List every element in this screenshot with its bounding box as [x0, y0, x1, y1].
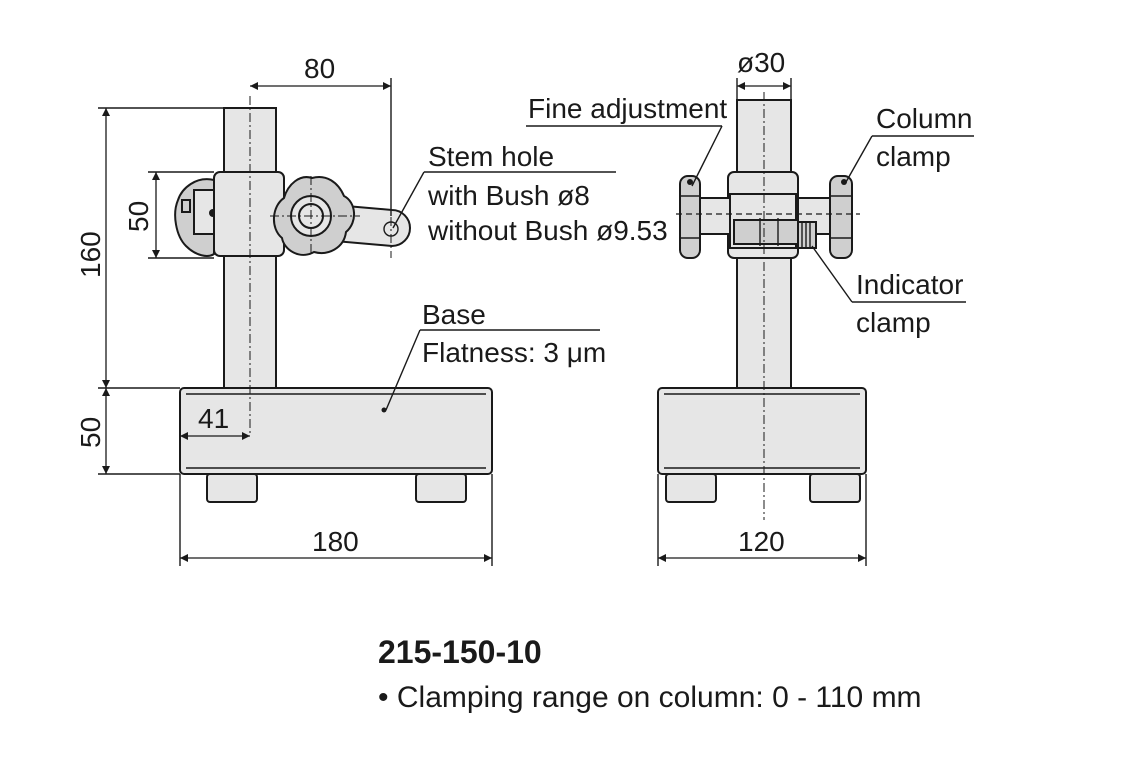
stem-hole-callout: Stem hole with Bush ø8 without Bush ø9.5… [392, 141, 668, 246]
base-label: Base [422, 299, 486, 330]
spec-line: • Clamping range on column: 0 - 110 mm [378, 681, 922, 715]
dim-50-upper-label: 50 [123, 201, 154, 232]
column-clamp-callout: Column clamp [845, 103, 974, 183]
model-number: 215-150-10 [378, 634, 542, 670]
front-foot-right [415, 473, 467, 503]
side-indicator-clamp-screw [797, 221, 817, 249]
side-fine-adjustment-knob [679, 175, 731, 259]
front-view [174, 96, 493, 503]
side-base [657, 387, 867, 475]
dim-30-label: ø30 [737, 47, 785, 78]
dim-180-label: 180 [312, 526, 359, 557]
front-base [179, 387, 493, 475]
dim-120-label: 120 [738, 526, 785, 557]
clamping-range-text: Clamping range on column: 0 - 110 mm [396, 681, 922, 714]
side-view [657, 92, 867, 520]
side-foot-right [809, 473, 861, 503]
bullet: • [378, 681, 389, 714]
fine-adjustment-label: Fine adjustment [528, 93, 727, 124]
base-flatness-label: Flatness: 3 μm [422, 337, 606, 368]
stem-hole-label: Stem hole [428, 141, 554, 172]
stem-hole-nobush-label: without Bush ø9.53 [427, 215, 668, 246]
side-dimensions [657, 78, 867, 566]
column-clamp-label-2: clamp [876, 141, 951, 172]
front-dimensions [98, 78, 493, 566]
stem-hole-bush-label: with Bush ø8 [427, 180, 590, 211]
indicator-clamp-label-2: clamp [856, 307, 931, 338]
side-foot-left [665, 473, 717, 503]
indicator-clamp-label-1: Indicator [856, 269, 963, 300]
dim-80-label: 80 [304, 53, 335, 84]
technical-drawing: 80 50 160 50 41 180 Stem hole with Bush … [75, 47, 974, 566]
dim-41-label: 41 [198, 403, 229, 434]
dim-50-lower-label: 50 [75, 417, 106, 448]
front-foot-left [206, 473, 258, 503]
dim-160-label: 160 [75, 231, 106, 278]
base-callout: Base Flatness: 3 μm [385, 299, 606, 411]
column-clamp-label-1: Column [876, 103, 972, 134]
indicator-clamp-callout: Indicator clamp [811, 245, 966, 338]
fine-adjustment-callout: Fine adjustment [526, 93, 727, 187]
